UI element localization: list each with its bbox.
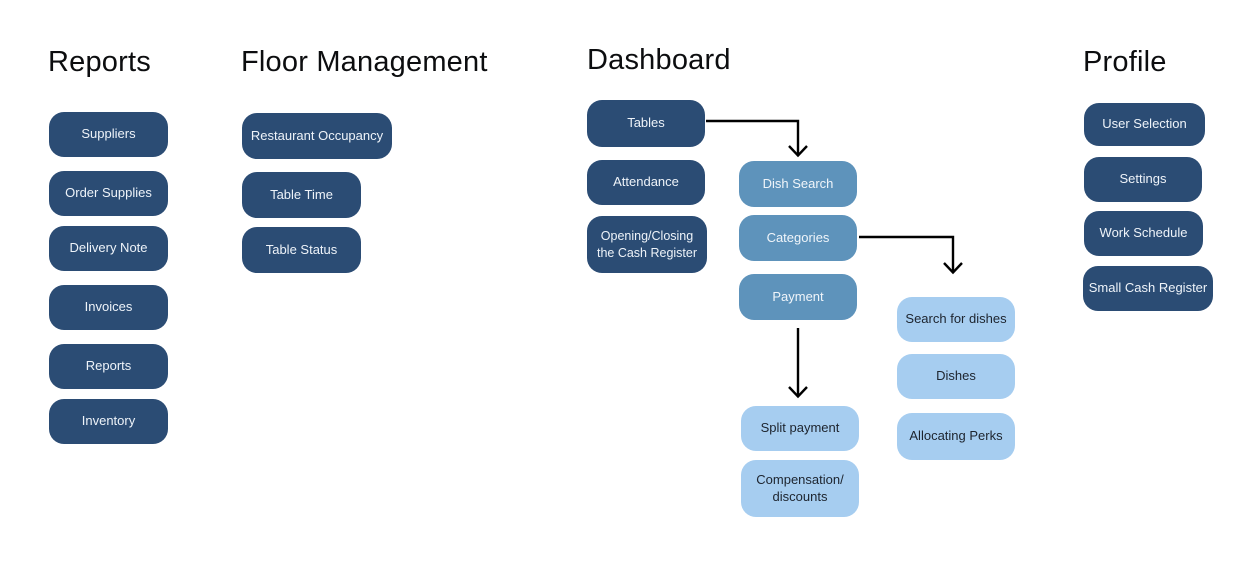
node-categories[interactable]: Categories	[739, 215, 857, 261]
node-dishes[interactable]: Dishes	[897, 354, 1015, 399]
node-delivery-note[interactable]: Delivery Note	[49, 226, 168, 271]
node-small-cash-register[interactable]: Small Cash Register	[1083, 266, 1213, 311]
node-allocating-perks[interactable]: Allocating Perks	[897, 413, 1015, 460]
node-restaurant-occupancy[interactable]: Restaurant Occupancy	[242, 113, 392, 159]
node-order-supplies[interactable]: Order Supplies	[49, 171, 168, 216]
node-settings[interactable]: Settings	[1084, 157, 1202, 202]
node-tables[interactable]: Tables	[587, 100, 705, 147]
node-user-selection[interactable]: User Selection	[1084, 103, 1205, 146]
node-invoices[interactable]: Invoices	[49, 285, 168, 330]
arrow-payment-to-split-payment	[788, 328, 808, 399]
node-work-schedule[interactable]: Work Schedule	[1084, 211, 1203, 256]
node-inventory[interactable]: Inventory	[49, 399, 168, 444]
arrow-tables-to-dish-search	[706, 119, 808, 158]
node-table-status[interactable]: Table Status	[242, 227, 361, 273]
node-suppliers[interactable]: Suppliers	[49, 112, 168, 157]
node-table-time[interactable]: Table Time	[242, 172, 361, 218]
node-dish-search[interactable]: Dish Search	[739, 161, 857, 207]
section-title-reports: Reports	[48, 46, 151, 78]
node-reports[interactable]: Reports	[49, 344, 168, 389]
section-title-profile: Profile	[1083, 46, 1167, 78]
node-split-payment[interactable]: Split payment	[741, 406, 859, 451]
section-title-floor-management: Floor Management	[241, 46, 488, 78]
node-search-for-dishes[interactable]: Search for dishes	[897, 297, 1015, 342]
node-opening-closing-cash-register[interactable]: Opening/Closing the Cash Register	[587, 216, 707, 273]
arrow-categories-to-search-for-dishes	[859, 235, 963, 275]
section-title-dashboard: Dashboard	[587, 44, 731, 76]
node-payment[interactable]: Payment	[739, 274, 857, 320]
node-attendance[interactable]: Attendance	[587, 160, 705, 205]
node-compensation-discounts[interactable]: Compensation/ discounts	[741, 460, 859, 517]
